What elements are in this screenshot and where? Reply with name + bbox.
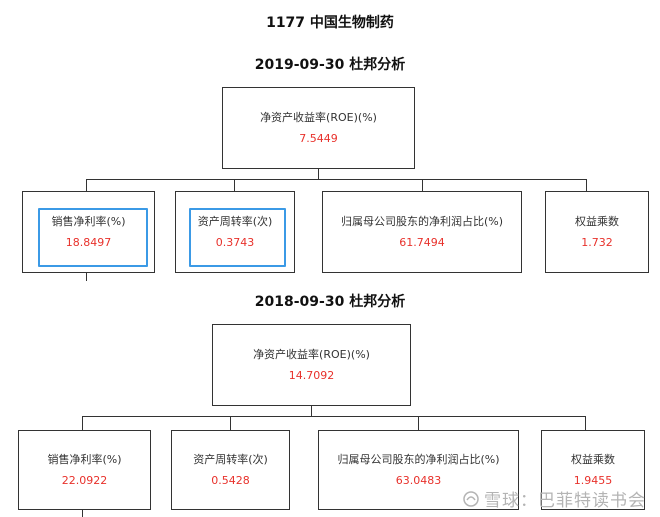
asset-turnover-box-2018: 资产周转率(次) 0.5428 xyxy=(171,430,290,510)
parent-share-box-2019: 归属母公司股东的净利润占比(%) 61.7494 xyxy=(322,191,522,273)
asset-turnover-box-2019: 资产周转率(次) 0.3743 xyxy=(175,191,295,273)
asset-turnover-label: 资产周转率(次) xyxy=(193,452,268,466)
connector-root-2019 xyxy=(318,169,319,179)
parent-share-label: 归属母公司股东的净利润占比(%) xyxy=(337,452,500,466)
connector-child-1-2018 xyxy=(82,416,83,430)
net-margin-box-2019: 销售净利率(%) 18.8497 xyxy=(22,191,155,273)
net-margin-label: 销售净利率(%) xyxy=(51,214,126,228)
roe-label: 净资产收益率(ROE)(%) xyxy=(253,347,370,361)
watermark-text: 雪球：巴菲特读书会 xyxy=(484,491,646,511)
parent-share-label: 归属母公司股东的净利润占比(%) xyxy=(340,214,504,228)
section-title-2018: 2018-09-30 杜邦分析 xyxy=(254,294,406,310)
connector-child-4-2018 xyxy=(585,416,586,430)
highlight-frame-asset-turnover xyxy=(189,208,286,267)
equity-multiplier-value: 1.732 xyxy=(581,235,613,249)
parent-share-value: 63.0483 xyxy=(395,473,442,487)
roe-value: 14.7092 xyxy=(288,368,335,382)
connector-child-4-2019 xyxy=(586,179,587,191)
connector-root-2018 xyxy=(311,406,312,416)
net-margin-box-2018: 销售净利率(%) 22.0922 xyxy=(18,430,151,510)
roe-box-2018: 净资产收益率(ROE)(%) 14.7092 xyxy=(212,324,411,406)
net-margin-label: 销售净利率(%) xyxy=(47,452,122,466)
equity-multiplier-label: 权益乘数 xyxy=(575,214,619,228)
section-title-2019: 2019-09-30 杜邦分析 xyxy=(254,57,406,73)
connector-child-3-2019 xyxy=(422,179,423,191)
net-margin-value: 18.8497 xyxy=(65,235,112,249)
net-margin-value: 22.0922 xyxy=(61,473,108,487)
roe-box-2019: 净资产收益率(ROE)(%) 7.5449 xyxy=(222,87,415,169)
equity-multiplier-box-2018: 权益乘数 1.9455 xyxy=(541,430,645,510)
connector-child-2-2019 xyxy=(234,179,235,191)
roe-value: 7.5449 xyxy=(299,131,338,145)
asset-turnover-label: 资产周转率(次) xyxy=(197,214,273,228)
parent-share-value: 61.7494 xyxy=(399,235,445,249)
watermark: 雪球：巴菲特读书会 xyxy=(463,486,646,511)
snowball-logo-icon xyxy=(463,490,479,507)
parent-share-box-2018: 归属母公司股东的净利润占比(%) 63.0483 xyxy=(318,430,519,510)
equity-multiplier-label: 权益乘数 xyxy=(571,452,615,466)
connector-tail-2018 xyxy=(82,510,83,517)
connector-child-1-2019 xyxy=(86,179,87,191)
connector-tail-2019 xyxy=(86,273,87,281)
connector-bar-2019 xyxy=(86,179,586,180)
equity-multiplier-box-2019: 权益乘数 1.732 xyxy=(545,191,649,273)
highlight-frame-net-margin xyxy=(38,208,148,267)
equity-multiplier-value: 1.9455 xyxy=(573,473,613,487)
connector-child-2-2018 xyxy=(230,416,231,430)
asset-turnover-value: 0.3743 xyxy=(215,235,255,249)
page-title: 1177 中国生物制药 xyxy=(266,15,394,31)
connector-bar-2018 xyxy=(82,416,585,417)
connector-child-3-2018 xyxy=(418,416,419,430)
roe-label: 净资产收益率(ROE)(%) xyxy=(260,110,377,124)
asset-turnover-value: 0.5428 xyxy=(211,473,250,487)
